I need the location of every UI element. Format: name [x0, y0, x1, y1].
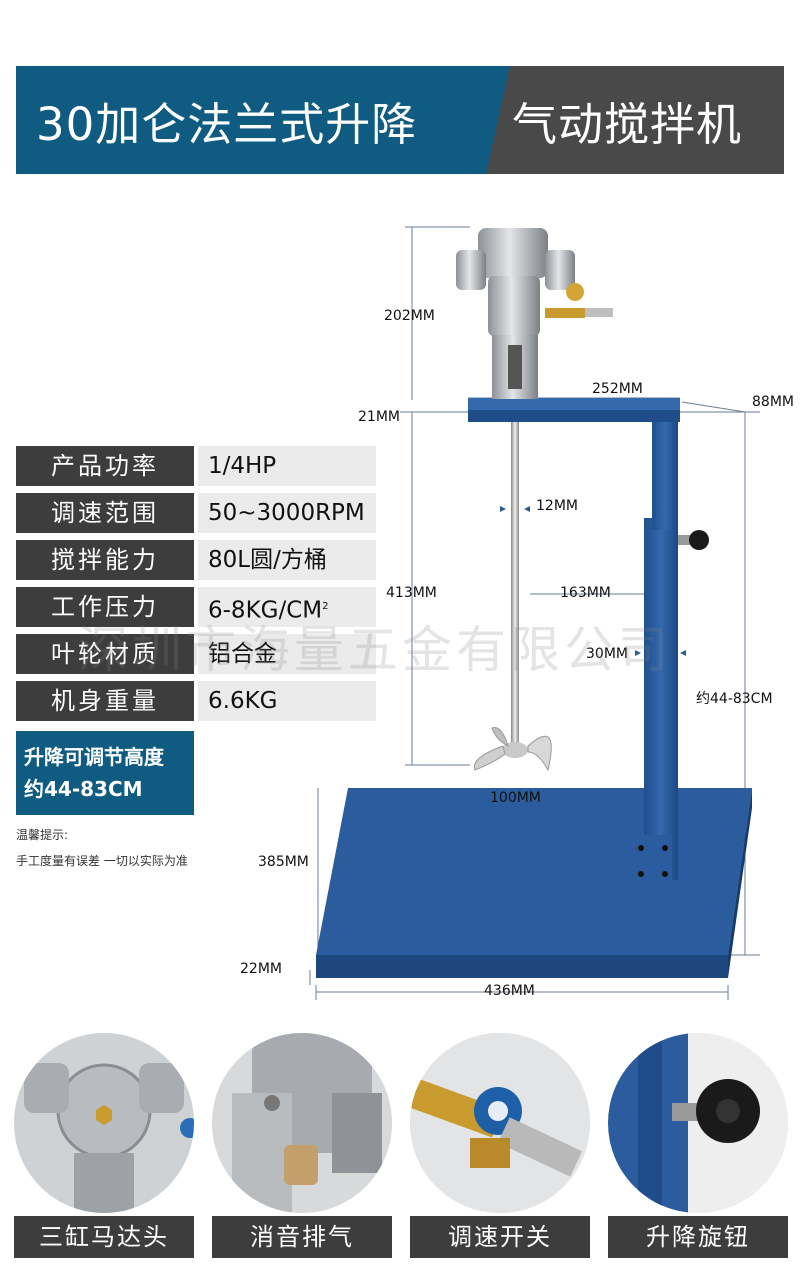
lift-knob-icon [608, 1033, 788, 1213]
dim-arm-thickness: 21MM [358, 409, 400, 425]
spec-row: 调速范围 50~3000RPM [16, 493, 376, 533]
tip-note: 温馨提示: 手工度量有误差 一切以实际为准 [16, 822, 188, 874]
muffler-icon [212, 1033, 392, 1213]
mixer-illustration [309, 226, 760, 1000]
dim-lift-range: 约44-83CM [696, 691, 773, 707]
top-arm [468, 398, 680, 410]
column-upper [652, 410, 678, 530]
spec-label: 产品功率 [16, 446, 194, 486]
motor-head-icon [14, 1033, 194, 1213]
detail-motor-head: 三缸马达头 [14, 1033, 194, 1258]
page-subtitle: 气动搅拌机 [512, 98, 743, 151]
pressure-superscript: 2 [322, 601, 329, 612]
detail-label: 消音排气 [212, 1216, 392, 1258]
dim-base-width: 436MM [484, 983, 535, 999]
spec-label: 工作压力 [16, 587, 194, 627]
detail-label: 升降旋钮 [608, 1216, 788, 1258]
dim-arm-width: 252MM [592, 381, 643, 397]
header-banner: 30加仑法兰式升降 气动搅拌机 [16, 66, 784, 174]
base-plate [316, 788, 752, 955]
banner-left-panel [16, 66, 556, 174]
detail-label: 三缸马达头 [14, 1216, 194, 1258]
detail-speed-valve: 调速开关 [410, 1033, 590, 1258]
banner-right-panel [486, 66, 784, 174]
spec-label: 机身重量 [16, 681, 194, 721]
dim-shaft-diameter: 12MM [536, 498, 578, 514]
spec-row: 工作压力 6-8KG/CM2 [16, 587, 376, 627]
spec-value: 铝合金 [198, 634, 376, 674]
dim-column-width: 30MM [586, 646, 628, 662]
pressure-value: 6-8KG/CM [208, 597, 323, 624]
product-drawing: 202MM 252MM 88MM 21MM 12MM 413MM 163MM 3… [0, 180, 800, 1010]
spec-row: 机身重量 6.6KG [16, 681, 376, 721]
dim-base-depth: 385MM [258, 854, 309, 870]
mixing-shaft [511, 422, 519, 747]
spec-label: 调速范围 [16, 493, 194, 533]
lift-line-1: 升降可调节高度 [24, 745, 164, 769]
spec-value: 50~3000RPM [198, 493, 376, 533]
detail-label: 调速开关 [410, 1216, 590, 1258]
speed-valve-icon [410, 1033, 590, 1213]
spec-row: 搅拌能力 80L圆/方桶 [16, 540, 376, 580]
spec-value: 1/4HP [198, 446, 376, 486]
lift-line-2: 约44-83CM [24, 777, 143, 801]
spec-row: 叶轮材质 铝合金 [16, 634, 376, 674]
spec-value: 80L圆/方桶 [198, 540, 376, 580]
spec-row: 产品功率 1/4HP [16, 446, 376, 486]
spec-table: 产品功率 1/4HP 调速范围 50~3000RPM 搅拌能力 80L圆/方桶 … [16, 446, 376, 728]
column-lower [644, 518, 678, 880]
note-title: 温馨提示: [16, 828, 69, 842]
motor-head [478, 228, 548, 278]
detail-lift-knob: 升降旋钮 [608, 1033, 788, 1258]
dim-shaft-offset: 163MM [560, 585, 611, 601]
dim-shaft-length: 413MM [386, 585, 437, 601]
spec-value: 6.6KG [198, 681, 376, 721]
spec-label: 叶轮材质 [16, 634, 194, 674]
spec-label: 搅拌能力 [16, 540, 194, 580]
note-text: 手工度量有误差 一切以实际为准 [16, 854, 188, 868]
watermark: 深圳市海量五金有限公司 [78, 621, 672, 679]
dim-base-thickness: 22MM [240, 961, 282, 977]
dim-impeller-diameter: 100MM [490, 790, 541, 806]
lift-range-box: 升降可调节高度 约44-83CM [16, 731, 194, 815]
dim-arm-depth: 88MM [752, 394, 794, 410]
spec-value: 6-8KG/CM2 [198, 587, 376, 627]
detail-muffler: 消音排气 [212, 1033, 392, 1258]
page-title: 30加仑法兰式升降 [36, 98, 418, 151]
dim-motor-height: 202MM [384, 308, 435, 324]
lift-knob [689, 530, 709, 550]
